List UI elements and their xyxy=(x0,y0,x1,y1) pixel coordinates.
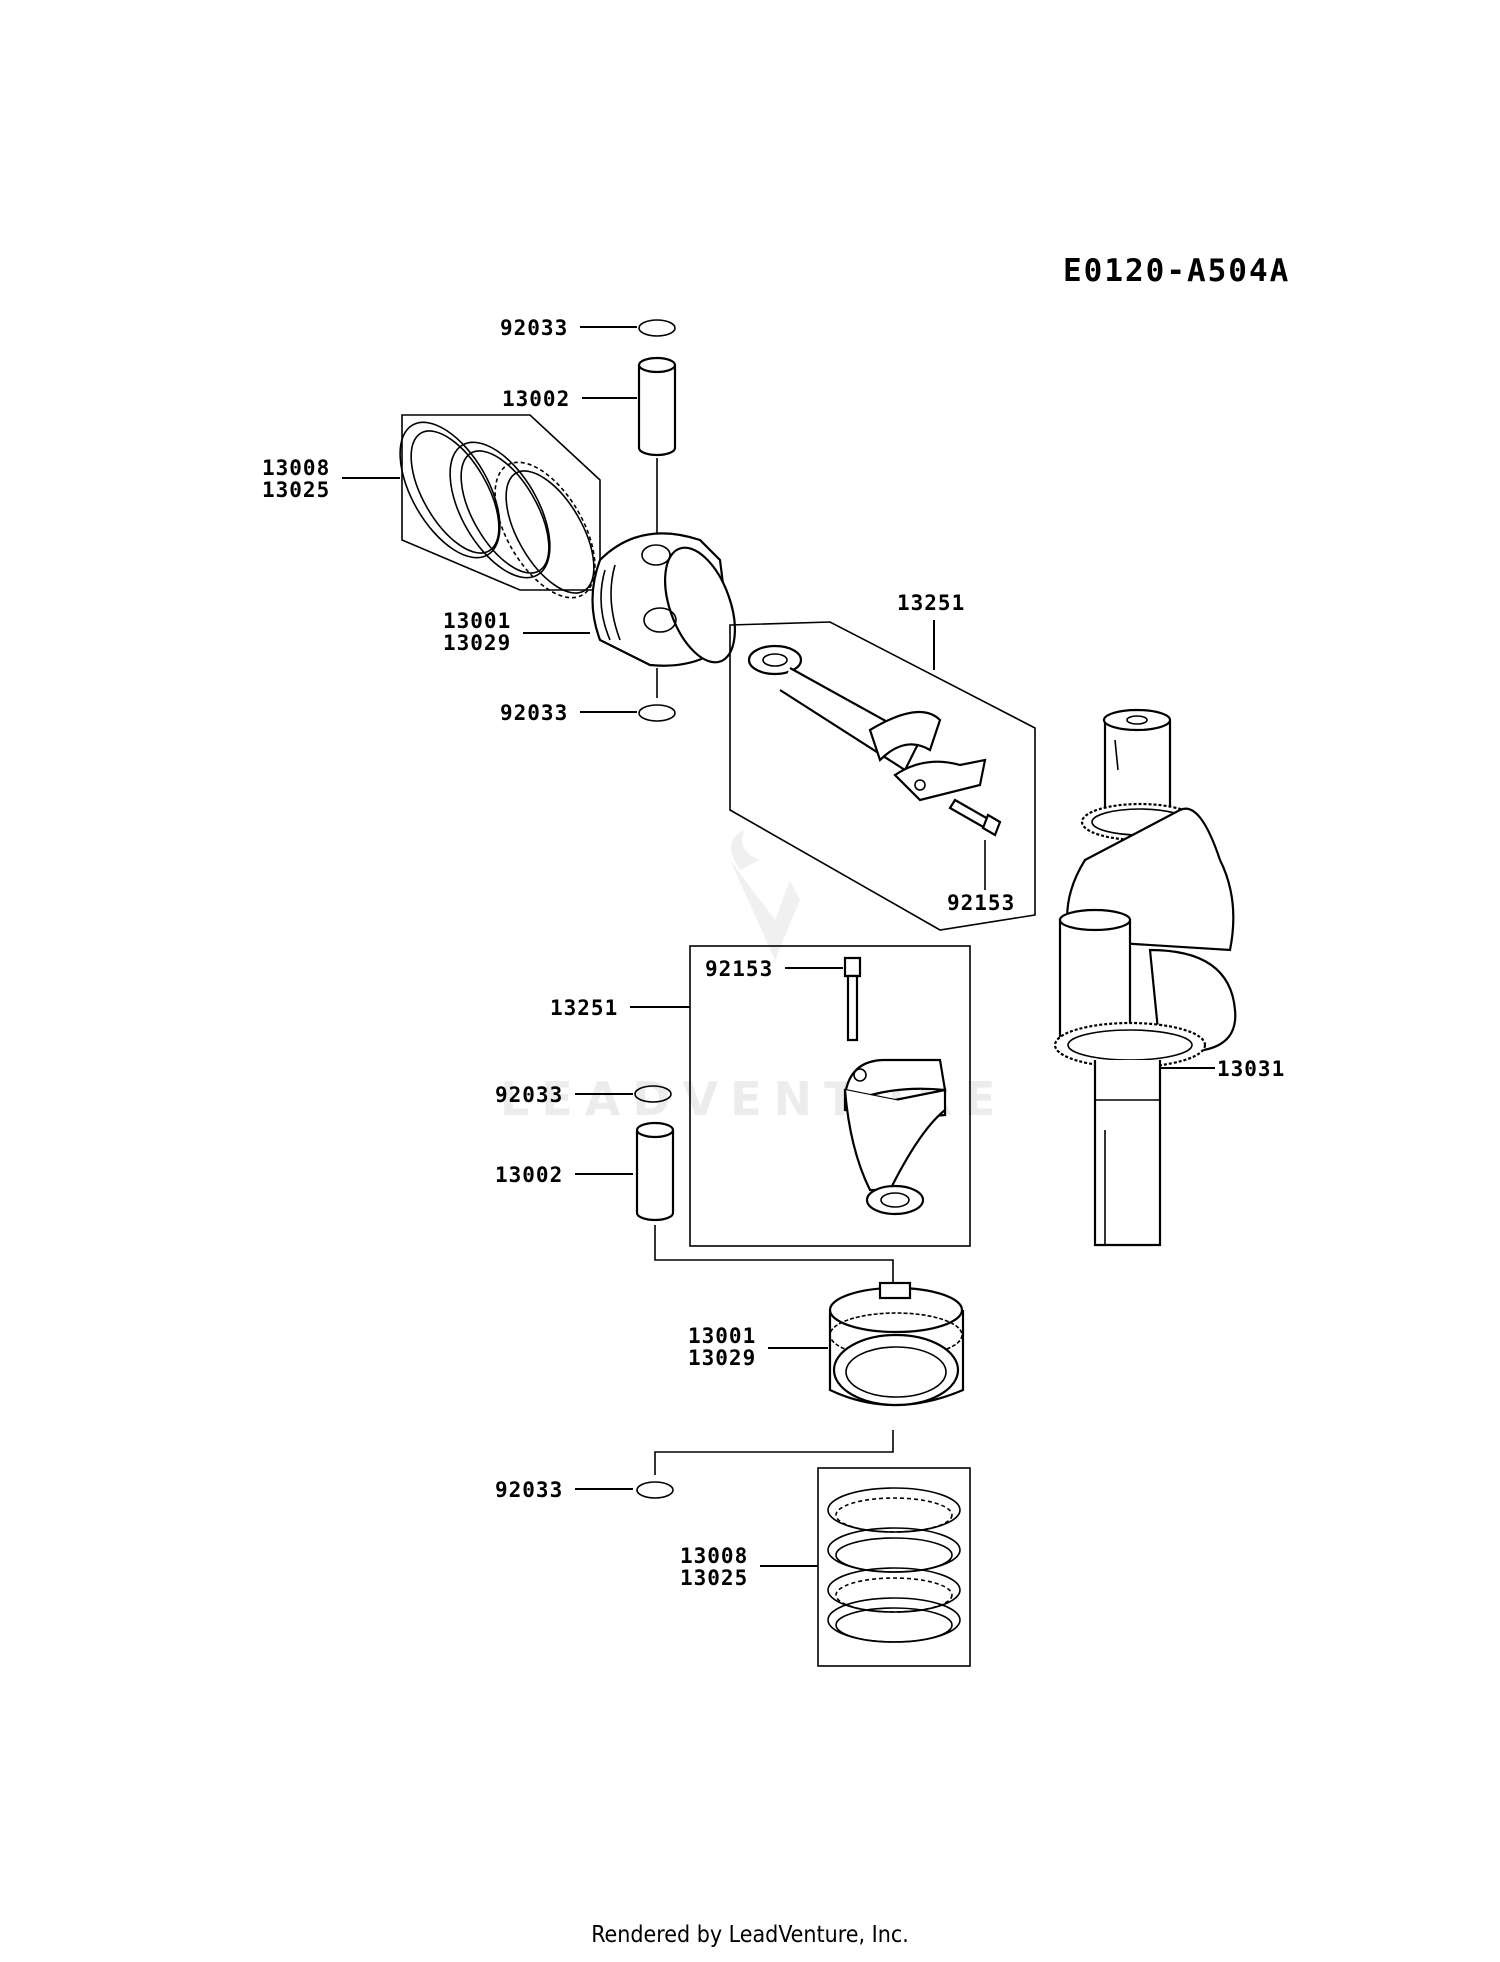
piston-rings-13008-13025-bottom[interactable]: 13008 13025 xyxy=(680,1467,971,1667)
callout-92033: 92033 xyxy=(495,1478,563,1502)
connecting-rod-13251-top[interactable]: 13251 xyxy=(729,591,1036,931)
callout-13025: 13025 xyxy=(680,1566,748,1590)
callout-92153: 92153 xyxy=(705,957,773,981)
callout-92033: 92033 xyxy=(500,701,568,725)
piston-13001-13029-top[interactable]: 13001 13029 xyxy=(443,532,749,698)
bolt-92153-top[interactable]: 92153 xyxy=(947,798,1015,915)
callout-13002: 13002 xyxy=(502,387,570,411)
footer-credit: Rendered by LeadVenture, Inc. xyxy=(591,1922,909,1948)
bolt-92153-bottom[interactable]: 92153 xyxy=(705,956,862,1042)
callout-13008: 13008 xyxy=(262,456,330,480)
connecting-rod-13251-bottom[interactable]: 13251 xyxy=(550,945,971,1247)
crankshaft-13031[interactable]: 13031 xyxy=(1053,708,1285,1247)
callout-13029: 13029 xyxy=(443,631,511,655)
callout-13001: 13001 xyxy=(443,609,511,633)
callout-13031: 13031 xyxy=(1217,1057,1285,1081)
clip-92033-top-2[interactable]: 92033 xyxy=(500,701,676,725)
callout-92033: 92033 xyxy=(500,316,568,340)
callout-92033: 92033 xyxy=(495,1083,563,1107)
piston-pin-13002-bottom[interactable]: 13002 xyxy=(495,1121,894,1285)
diagram-code: E0120-A504A xyxy=(1063,253,1290,289)
clip-92033-bottom-2[interactable]: 92033 xyxy=(495,1478,674,1502)
callout-92153: 92153 xyxy=(947,891,1015,915)
piston-13001-13029-bottom[interactable]: 13001 13029 xyxy=(654,1281,965,1475)
callout-13008: 13008 xyxy=(680,1544,748,1568)
callout-13025: 13025 xyxy=(262,478,330,502)
clip-92033-bottom-1[interactable]: 92033 xyxy=(495,1083,672,1107)
callout-13002: 13002 xyxy=(495,1163,563,1187)
piston-rings-13008-13025-top[interactable]: 13008 13025 xyxy=(262,406,615,614)
piston-pin-13002-top[interactable]: 13002 xyxy=(502,356,677,555)
callout-13029: 13029 xyxy=(688,1346,756,1370)
callout-13251: 13251 xyxy=(897,591,965,615)
callout-13001: 13001 xyxy=(688,1324,756,1348)
clip-92033-top-1[interactable]: 92033 xyxy=(500,316,676,340)
callout-13251: 13251 xyxy=(550,996,618,1020)
